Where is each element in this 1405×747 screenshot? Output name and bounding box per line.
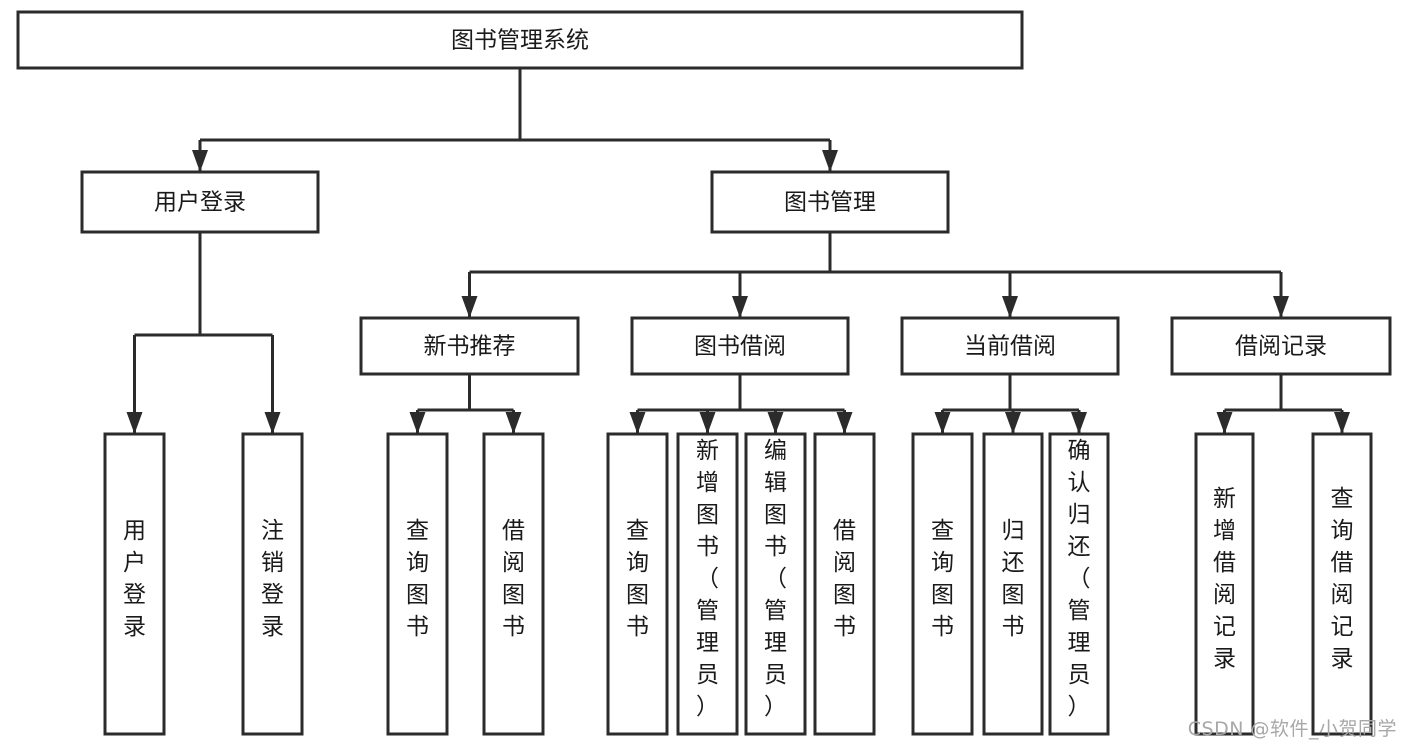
node-leaf-user-login-label: 用户登录 <box>123 518 146 640</box>
node-leaf-add-book-label: 新增图书（管理员） <box>696 438 719 720</box>
node-leaf-borrow-book-2-box[interactable] <box>813 432 876 736</box>
arrow-head-icon <box>822 150 838 172</box>
node-borrow-record-box[interactable] <box>1170 316 1392 376</box>
node-leaf-confirm-return-label: 确认归还（管理员） <box>1068 438 1091 720</box>
node-root-system-label: 图书管理系统 <box>451 28 589 54</box>
node-leaf-query-record-box[interactable] <box>1311 432 1373 736</box>
node-leaf-query-book-3[interactable]: 查询图书 <box>911 432 974 736</box>
node-leaf-return-book-box[interactable] <box>982 432 1044 736</box>
node-book-manage-box[interactable] <box>710 170 950 234</box>
node-leaf-borrow-book-1[interactable]: 借阅图书 <box>482 432 545 736</box>
arrow-head-icon <box>699 412 716 434</box>
node-root-system-box[interactable] <box>16 10 1024 70</box>
arrow-head-icon <box>1334 412 1350 434</box>
node-book-borrow-label: 图书借阅 <box>694 334 786 360</box>
arrow-head-icon <box>1216 412 1233 434</box>
arrow-head-icon <box>1002 296 1018 318</box>
node-leaf-confirm-return-box[interactable] <box>1048 432 1110 736</box>
node-leaf-query-book-1-label: 查询图书 <box>406 518 429 640</box>
node-new-book-recommend[interactable]: 新书推荐 <box>359 316 580 376</box>
node-leaf-borrow-book-2[interactable]: 借阅图书 <box>813 432 876 736</box>
node-book-manage[interactable]: 图书管理 <box>710 170 950 234</box>
arrow-head-icon <box>732 296 748 318</box>
node-leaf-confirm-return[interactable]: 确认归还（管理员） <box>1048 432 1110 736</box>
node-leaf-user-logout-box[interactable] <box>241 432 304 736</box>
node-leaf-user-logout-label: 注销登录 <box>261 518 284 640</box>
node-leaf-edit-book-box[interactable] <box>744 432 807 736</box>
node-leaf-add-record-label: 新增借阅记录 <box>1213 486 1236 672</box>
arrow-head-icon <box>629 412 646 434</box>
node-leaf-query-book-2-box[interactable] <box>606 432 669 736</box>
node-leaf-add-record[interactable]: 新增借阅记录 <box>1194 432 1255 736</box>
node-user-login-box[interactable] <box>80 170 320 234</box>
node-leaf-edit-book-label: 编辑图书（管理员） <box>764 438 787 720</box>
arrow-head-icon <box>505 412 522 434</box>
node-leaf-return-book[interactable]: 归还图书 <box>982 432 1044 736</box>
arrow-head-icon <box>126 412 143 434</box>
node-current-borrow[interactable]: 当前借阅 <box>900 316 1120 376</box>
node-leaf-add-record-box[interactable] <box>1194 432 1255 736</box>
node-leaf-user-login[interactable]: 用户登录 <box>103 432 166 736</box>
node-leaf-edit-book[interactable]: 编辑图书（管理员） <box>744 432 807 736</box>
node-user-login-label: 用户登录 <box>154 190 246 216</box>
node-leaf-return-book-label: 归还图书 <box>1002 518 1025 640</box>
node-leaf-query-book-2[interactable]: 查询图书 <box>606 432 669 736</box>
node-leaf-query-record-label: 查询借阅记录 <box>1331 486 1354 672</box>
node-leaf-user-login-box[interactable] <box>103 432 166 736</box>
node-leaf-borrow-book-1-box[interactable] <box>482 432 545 736</box>
node-borrow-record[interactable]: 借阅记录 <box>1170 316 1392 376</box>
arrow-head-icon <box>767 412 784 434</box>
arrow-head-icon <box>934 412 951 434</box>
node-book-borrow-box[interactable] <box>630 316 850 376</box>
node-new-book-recommend-box[interactable] <box>359 316 580 376</box>
arrow-head-icon <box>1273 296 1289 318</box>
node-leaf-query-book-1[interactable]: 查询图书 <box>386 432 449 736</box>
node-boxes: 图书管理系统用户登录图书管理新书推荐图书借阅当前借阅借阅记录用户登录注销登录查询… <box>16 10 1392 736</box>
node-leaf-query-book-2-label: 查询图书 <box>626 518 649 640</box>
arrow-head-icon <box>461 296 478 318</box>
node-leaf-user-logout[interactable]: 注销登录 <box>241 432 304 736</box>
node-root-system[interactable]: 图书管理系统 <box>16 10 1024 70</box>
node-new-book-recommend-label: 新书推荐 <box>424 334 516 360</box>
arrow-head-icon <box>409 412 426 434</box>
node-leaf-query-book-1-box[interactable] <box>386 432 449 736</box>
node-current-borrow-box[interactable] <box>900 316 1120 376</box>
node-leaf-borrow-book-1-label: 借阅图书 <box>502 518 525 640</box>
node-user-login[interactable]: 用户登录 <box>80 170 320 234</box>
node-leaf-query-book-3-label: 查询图书 <box>931 518 954 640</box>
node-leaf-query-record[interactable]: 查询借阅记录 <box>1311 432 1373 736</box>
arrow-head-icon <box>836 412 853 434</box>
arrow-head-icon <box>1005 412 1021 434</box>
node-book-borrow[interactable]: 图书借阅 <box>630 316 850 376</box>
arrow-head-icon <box>264 412 281 434</box>
node-current-borrow-label: 当前借阅 <box>964 334 1056 360</box>
node-leaf-add-book-box[interactable] <box>676 432 739 736</box>
node-leaf-add-book[interactable]: 新增图书（管理员） <box>676 432 739 736</box>
node-book-manage-label: 图书管理 <box>784 190 876 216</box>
connector-lines <box>126 68 1350 434</box>
arrow-head-icon <box>192 150 208 172</box>
arrow-head-icon <box>1071 412 1087 434</box>
node-leaf-query-book-3-box[interactable] <box>911 432 974 736</box>
node-borrow-record-label: 借阅记录 <box>1235 334 1327 360</box>
node-leaf-borrow-book-2-label: 借阅图书 <box>833 518 856 640</box>
